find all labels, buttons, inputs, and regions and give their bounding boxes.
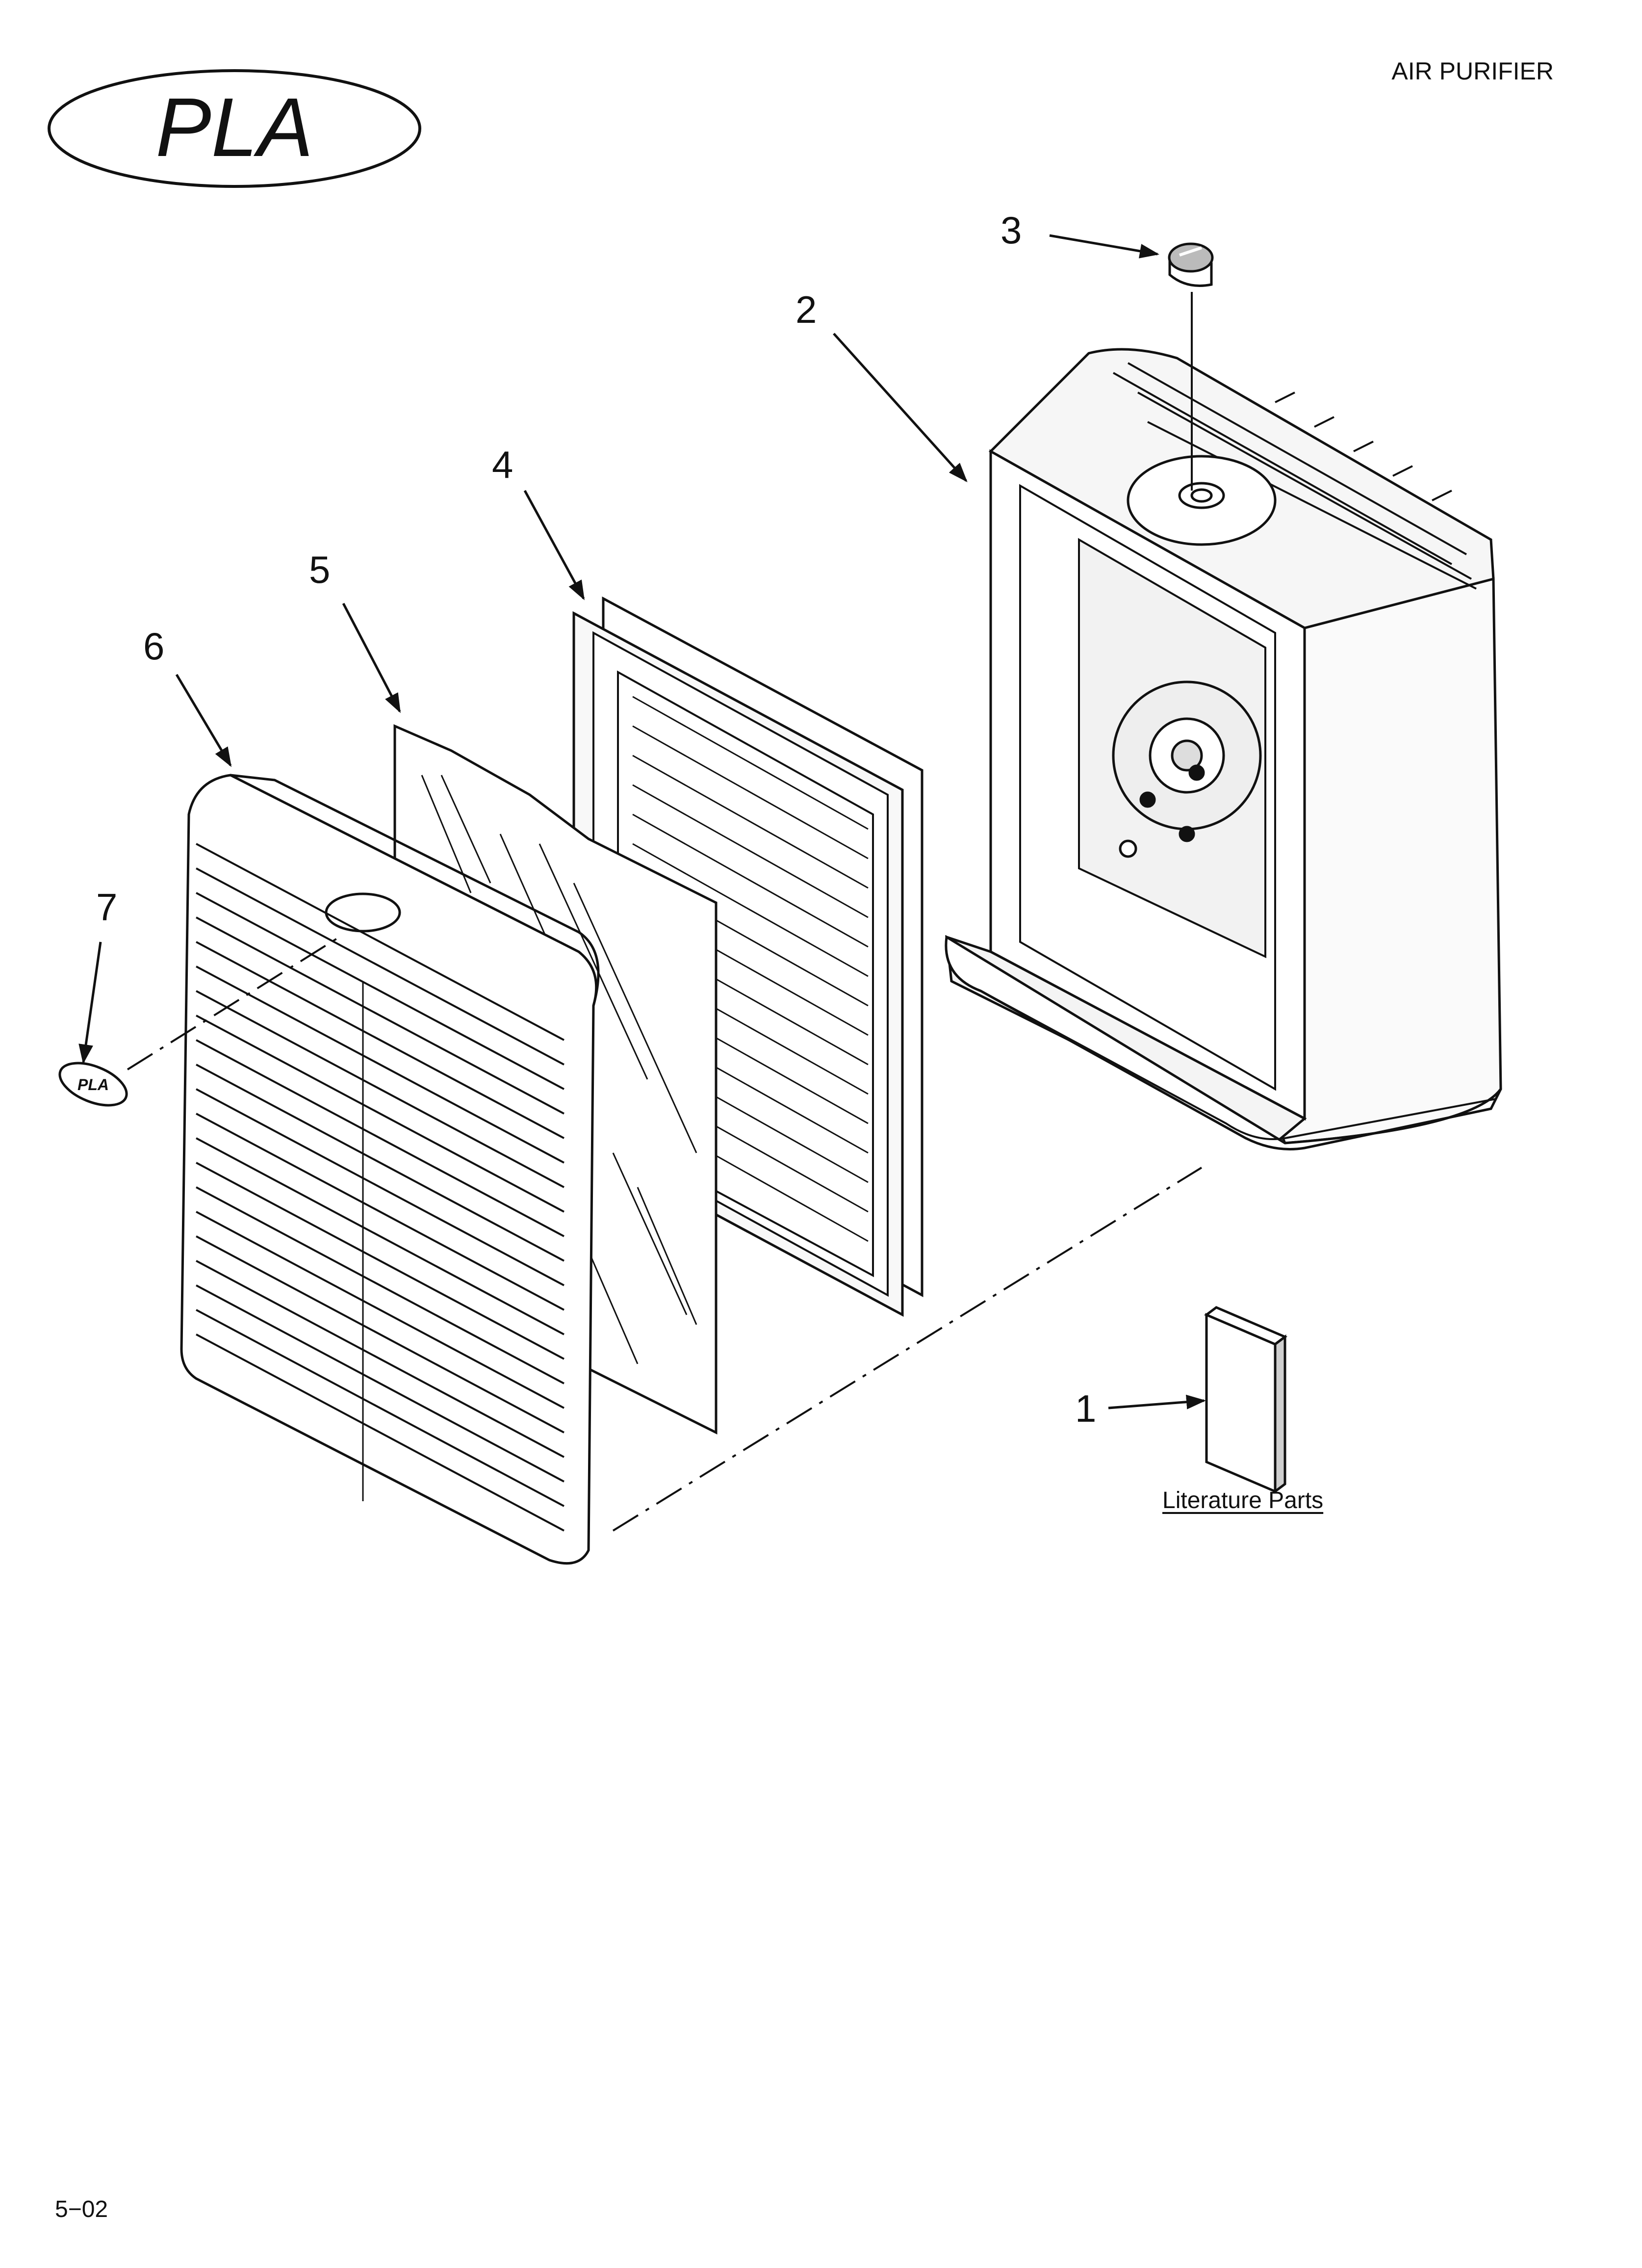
alignment-lines [127,934,1203,1532]
callout-3: 3 [1001,209,1022,252]
literature-parts-label: Literature Parts [1162,1487,1324,1513]
badge-part: PLA [58,1062,128,1107]
callout-4: 4 [492,443,513,486]
callout-6: 6 [143,625,165,668]
leader-arrows [78,234,1206,1409]
callout-2: 2 [795,288,817,331]
front-grille-part [180,774,600,1565]
brand-logo-text: PLA [155,81,313,174]
callout-7: 7 [96,886,118,929]
page-code: 5−02 [55,2196,108,2222]
housing-part [945,348,1502,1150]
page-title: AIR PURIFIER [1391,57,1554,85]
badge-logo-text: PLA [77,1076,109,1094]
control-knob-part [1168,242,1214,491]
literature-booklet-part [1204,1306,1287,1494]
brand-logo: PLA [48,69,421,188]
callout-5: 5 [309,548,331,591]
callout-1: 1 [1075,1387,1097,1430]
